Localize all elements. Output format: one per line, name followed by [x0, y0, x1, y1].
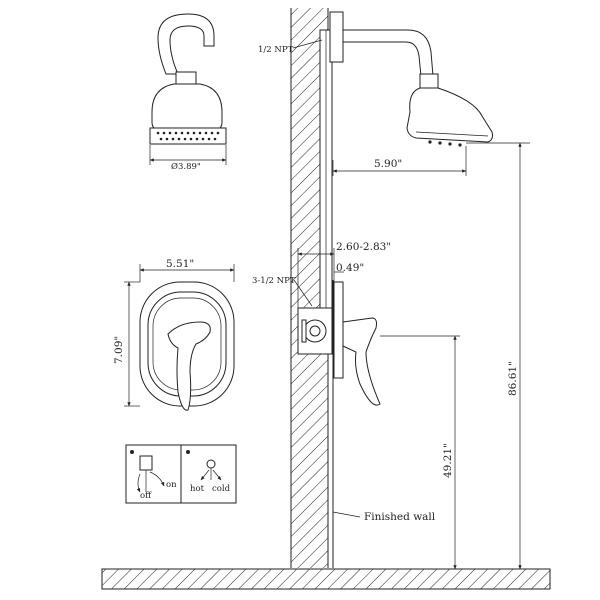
valve-body-side [297, 307, 333, 355]
plate-offset-dimension: 0.49" [334, 262, 364, 274]
shower-arm-side [329, 11, 439, 89]
valve-thread-callout: 3-1/2 NPT [252, 276, 313, 307]
lever-handle-side [342, 317, 381, 406]
plate-offset-label: 0.49" [336, 262, 364, 274]
plate-width-label: 5.51" [166, 258, 194, 270]
plate-height-label: 7.09" [113, 336, 125, 364]
nipple-thread-callout: 1/2 NPT [258, 39, 323, 55]
finished-wall-callout: Finished wall [332, 511, 436, 523]
shower-head-front [149, 13, 227, 145]
hot-cold-arrows-icon [186, 450, 222, 481]
handle-operation-panel: off on hot cold [125, 444, 237, 504]
finished-wall-label: Finished wall [364, 511, 436, 523]
handle-cold-label: cold [212, 484, 231, 494]
head-diameter-label: Ø3.89" [171, 161, 201, 172]
handle-off-label: off [140, 491, 152, 501]
trim-plate-front [139, 281, 235, 411]
spray-dots-side [428, 140, 462, 147]
shower-head-side [406, 87, 493, 147]
valve-thread-label: 3-1/2 NPT [252, 276, 296, 286]
nipple-thread-label: 1/2 NPT [258, 45, 294, 55]
arm-reach-label: 5.90" [374, 158, 402, 170]
lever-rotation-icon [130, 450, 165, 493]
floor [101, 568, 551, 590]
plate-width-dimension: 5.51" [139, 258, 235, 282]
arm-reach-dimension: 5.90" [332, 146, 467, 176]
plate-height-dimension: 7.09" [113, 281, 140, 407]
handle-hot-label: hot [190, 484, 205, 494]
depth-range-label: 2.60-2.83" [336, 241, 391, 253]
head-height-label: 86.61" [507, 361, 519, 396]
depth-range-dimension: 2.60-2.83" [297, 241, 391, 308]
head-height-dimension: 86.61" [466, 142, 530, 570]
trim-plate-side [333, 281, 344, 379]
handle-on-label: on [166, 480, 177, 490]
head-diameter-dimension: Ø3.89" [149, 145, 227, 172]
valve-height-dimension: 49.21" [380, 335, 460, 570]
valve-height-label: 49.21" [442, 443, 454, 478]
supply-pipe [319, 29, 333, 315]
spray-dots-front [156, 131, 220, 141]
